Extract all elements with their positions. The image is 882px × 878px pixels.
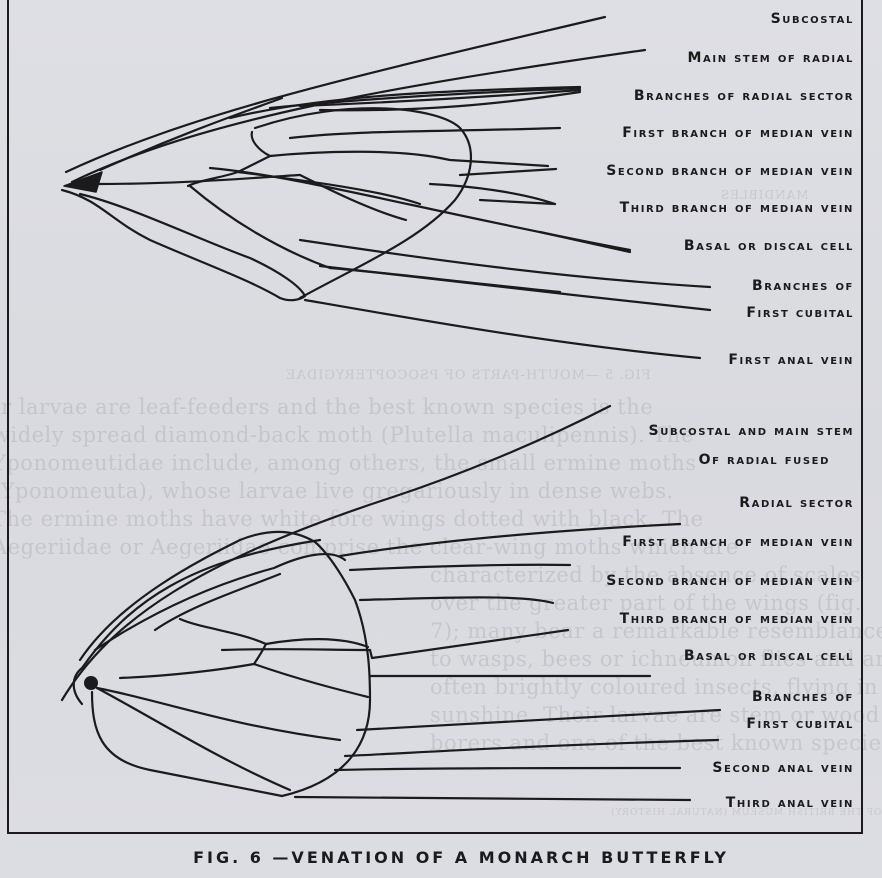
figure-frame	[7, 0, 863, 834]
label-third-anal-vein: Third Anal Vein	[725, 795, 854, 811]
label-hind-branches-of: Branches of	[751, 689, 854, 705]
label-main-stem-of-radial: Main Stem of Radial	[687, 50, 854, 66]
label-branches-of: Branches of	[751, 278, 854, 294]
label-hind-first-branch-median: First Branch of Median Vein	[622, 534, 854, 550]
ghost-line: Aegeriidae or Aegeriidae comprise the cl…	[0, 535, 739, 559]
ghost-line: (Yponomeuta), whose larvae live gregario…	[0, 479, 674, 503]
label-hind-first-cubital: First Cubital	[746, 716, 854, 732]
ghost-line: widely spread diamond-back moth (Plutell…	[0, 423, 694, 447]
ghost-line: over the greater part of the wings (fig.	[430, 591, 862, 615]
label-third-branch-median: Third Branch of Median Vein	[619, 200, 854, 216]
label-first-branch-median: First Branch of Median Vein	[622, 125, 854, 141]
ghost-line: often brightly coloured insects, flying …	[430, 675, 878, 699]
label-of-radial-fused: of Radial Fused	[698, 452, 830, 468]
label-hind-third-branch-median: Third Branch of Median Vein	[619, 611, 854, 627]
hind-wing	[60, 404, 722, 802]
ghost-line: Yponomeutidae include, among others, the…	[0, 451, 697, 475]
label-branches-of-radial-sector: Branches of Radial Sector	[633, 88, 854, 104]
label-second-branch-median: Second Branch of Median Vein	[606, 163, 854, 179]
label-second-anal-vein: Second Anal Vein	[712, 760, 854, 776]
label-subcostal-main-stem: Subcostal and Main Stem	[648, 423, 854, 439]
label-radial-sector: Radial Sector	[739, 495, 854, 511]
label-subcostal: Subcostal	[770, 11, 854, 27]
fore-wing	[60, 15, 712, 360]
ghost-line: sunshine. Their larvae are stem or wood	[430, 703, 880, 727]
label-first-cubital: First Cubital	[746, 305, 854, 321]
ghost-line: to wasps, bees or ichneumon flies and ar…	[430, 647, 882, 671]
label-first-anal-vein: First Anal Vein	[728, 352, 854, 368]
figure-caption: FIG. 6 —VENATION OF A MONARCH BUTTERFLY	[193, 848, 729, 867]
label-basal-discal-cell: Basal or Discal Cell	[683, 238, 854, 254]
ghost-line: characterized by the absence of scales	[430, 563, 862, 587]
label-hind-second-branch-median: Second Branch of Median Vein	[606, 573, 854, 589]
label-hind-basal-discal-cell: Basal or Discal Cell	[683, 648, 854, 664]
ghost-line: their larvae are leaf-feeders and the be…	[0, 395, 654, 419]
